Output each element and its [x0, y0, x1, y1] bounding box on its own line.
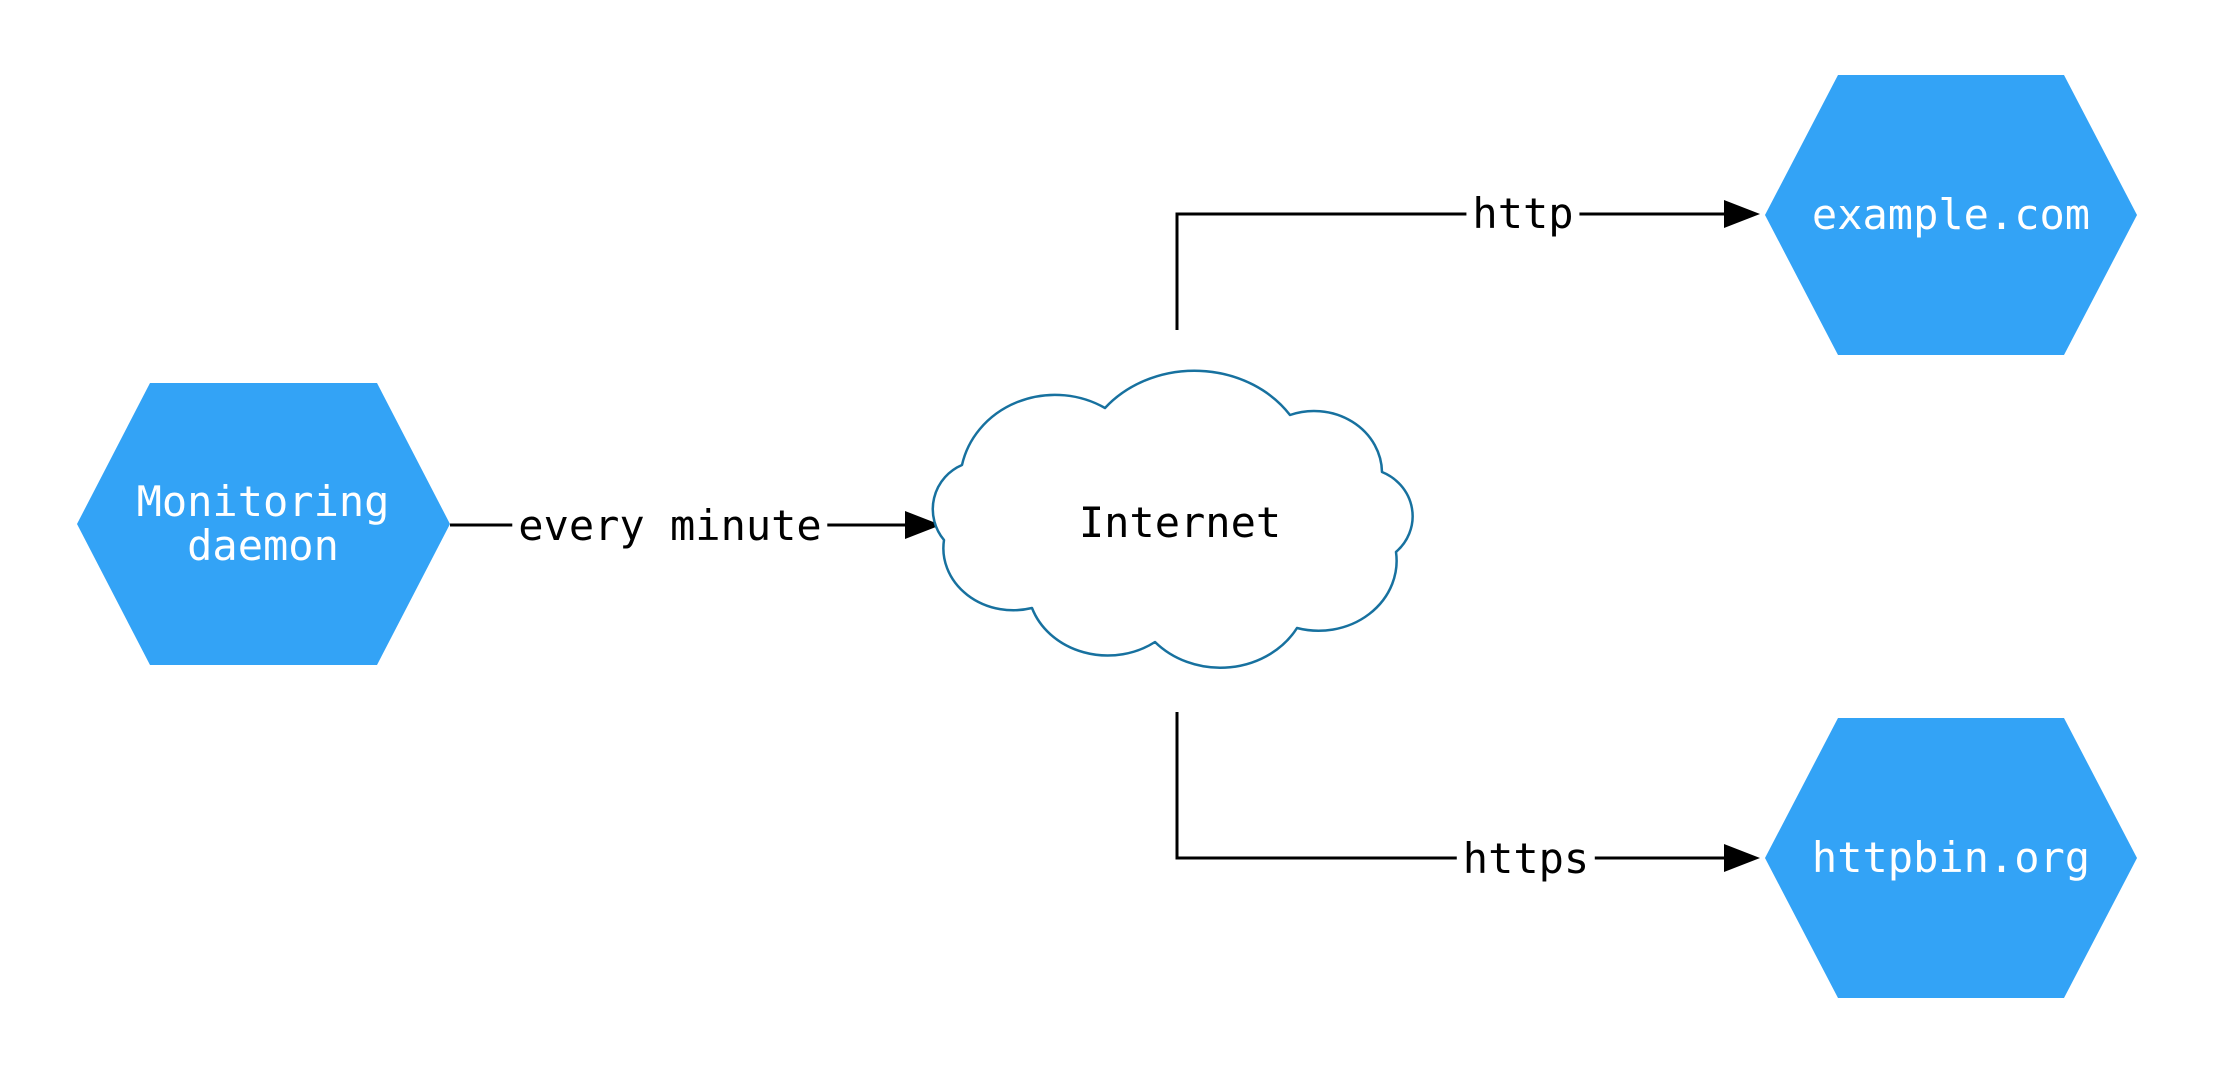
node-example-com: [1765, 75, 2137, 355]
node-httpbin-org: [1765, 718, 2137, 998]
node-label-internet: Internet: [1078, 498, 1282, 547]
arrowhead-internet-to-example-com: [1724, 200, 1760, 228]
edge-label-http: http: [1466, 192, 1580, 236]
node-label-example-com: example.com: [1811, 190, 2091, 239]
node-label-monitoring-daemon-line1: Monitoring: [136, 477, 390, 526]
edge-label-https: https: [1456, 837, 1596, 881]
node-label-monitoring-daemon: Monitoring daemon: [137, 480, 390, 568]
edge-internet-to-example-com: [1175, 212, 1724, 330]
node-label-monitoring-daemon-line2: daemon: [187, 521, 339, 570]
edge-internet-to-httpbin-org: [1175, 712, 1724, 860]
node-label-httpbin-org: httpbin.org: [1811, 833, 2091, 882]
arrowhead-internet-to-httpbin-org: [1724, 844, 1760, 872]
edge-label-every-minute: every minute: [512, 504, 828, 548]
node-monitoring-daemon: [77, 383, 450, 665]
node-internet-cloud: [931, 369, 1414, 669]
arrowhead-monitoring-to-internet: [905, 511, 941, 539]
